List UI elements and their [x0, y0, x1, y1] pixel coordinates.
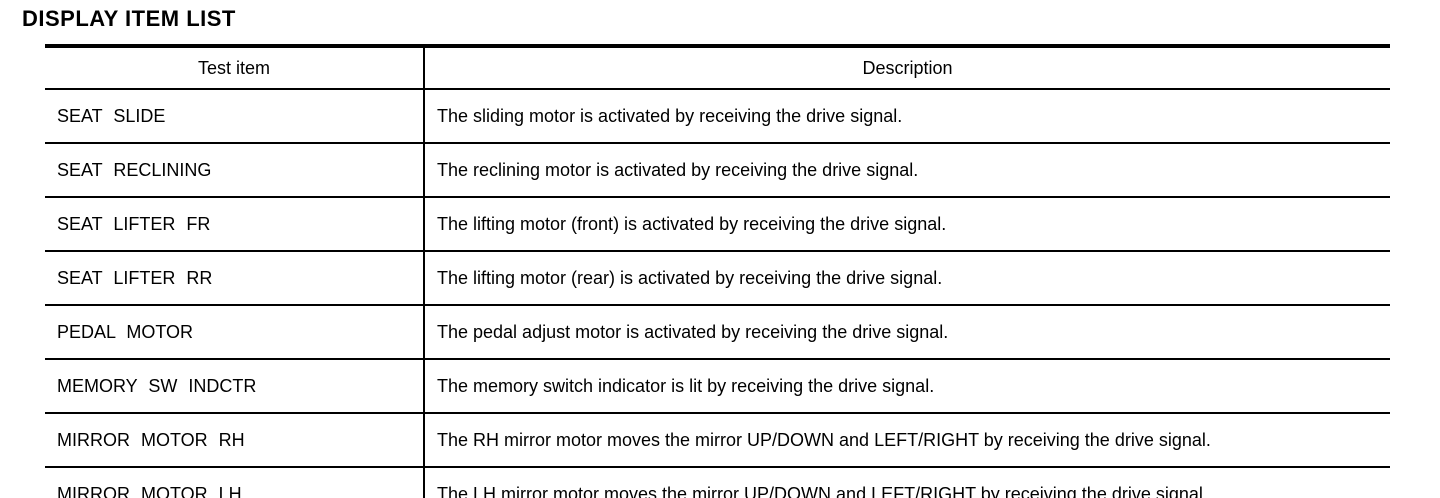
description-cell: The lifting motor (rear) is activated by…: [424, 251, 1390, 306]
test-item-cell: SEAT SLIDE: [45, 89, 425, 144]
test-item-cell: MEMORY SW INDCTR: [45, 359, 425, 414]
test-item-cell: SEAT LIFTER FR: [45, 197, 425, 252]
description-cell: The LH mirror motor moves the mirror UP/…: [424, 467, 1390, 498]
test-item-cell: SEAT LIFTER RR: [45, 251, 425, 306]
test-item-cell: PEDAL MOTOR: [45, 305, 425, 360]
test-item-cell: SEAT RECLINING: [45, 143, 425, 198]
table-header: Test item Description: [45, 46, 1390, 90]
description-cell: The sliding motor is activated by receiv…: [424, 89, 1390, 144]
description-cell: The pedal adjust motor is activated by r…: [424, 305, 1390, 360]
header-row: Test item Description: [45, 46, 1390, 90]
column-header-test-item: Test item: [45, 46, 425, 90]
test-item-cell: MIRROR MOTOR RH: [45, 413, 425, 468]
page-title: DISPLAY ITEM LIST: [22, 6, 236, 31]
column-header-description: Description: [424, 46, 1390, 90]
description-cell: The reclining motor is activated by rece…: [424, 143, 1390, 198]
test-item-cell: MIRROR MOTOR LH: [45, 467, 425, 498]
description-cell: The memory switch indicator is lit by re…: [424, 359, 1390, 414]
description-cell: The RH mirror motor moves the mirror UP/…: [424, 413, 1390, 468]
description-cell: The lifting motor (front) is activated b…: [424, 197, 1390, 252]
